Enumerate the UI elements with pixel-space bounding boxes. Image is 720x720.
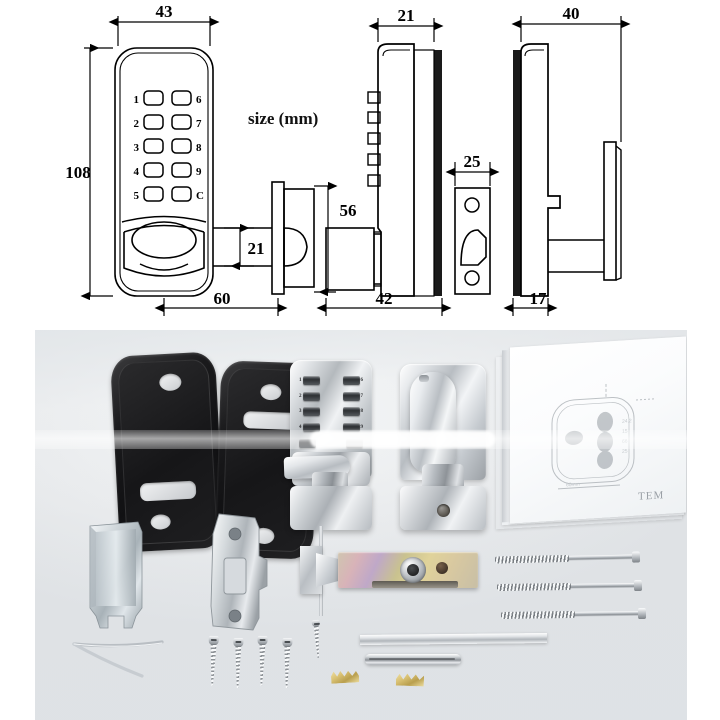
bolt-thread [494, 554, 569, 564]
keypad-key-button [302, 407, 320, 417]
keypad-label-5: 5 [134, 190, 140, 202]
latch-bolt-slot [372, 581, 458, 588]
keypad-key-2: 2 [299, 390, 328, 404]
screw-head [257, 635, 268, 646]
keypad-key-1: 1 [299, 374, 328, 388]
latch-bolt-pin-hole [436, 562, 448, 574]
keypad-key-label: 3 [299, 409, 302, 415]
keypad-label-2: 2 [134, 118, 140, 130]
keypad-key-label: 1 [299, 378, 302, 384]
wood-screw-3 [256, 635, 268, 688]
keypad-key-7: 7 [334, 390, 363, 404]
keypad-lower-plate [290, 486, 372, 530]
dim-faceplate-56: 56 [340, 201, 357, 220]
svg-text:24.2: 24.2 [622, 418, 632, 425]
keypad-key-label: 7 [360, 393, 364, 399]
keypad-label-7: 7 [196, 118, 202, 130]
bolt-head [633, 579, 643, 592]
keypad-key-button [342, 391, 360, 401]
keypad-key-label: 2 [299, 393, 302, 399]
thumbturn-screw-hole [437, 504, 450, 517]
wire-tool-shape [72, 640, 164, 678]
latch-plate [205, 512, 279, 636]
bolt-head [637, 607, 647, 620]
keypad-key-label: 6 [360, 378, 364, 384]
keypad-key-button [342, 423, 360, 433]
bolt-thread [500, 610, 575, 619]
screw-shank [314, 626, 321, 658]
keypad-label-6: 6 [196, 94, 202, 106]
keypad-button-grid: 1 6 2 7 3 8 4 9 [299, 374, 363, 450]
keypad-key-5 [299, 436, 328, 450]
keypad-key-6: 6 [334, 374, 363, 388]
keypad-key-button [346, 438, 363, 448]
keypad-label-4: 4 [134, 166, 140, 178]
thumbturn-lever [410, 372, 456, 472]
manual-brand-text: TEM [638, 489, 665, 503]
keypad-label-9: 9 [196, 166, 202, 178]
dimension-drawing-svg: 43 108 60 21 56 21 42 25 40 17 size (mm)… [65, 2, 631, 316]
keypad-key-button [302, 423, 320, 433]
thumbturn-lever-tip [419, 375, 429, 382]
svg-text:60mm: 60mm [566, 482, 580, 489]
dim-plate-17: 17 [530, 289, 548, 308]
keypad-key-button [342, 407, 360, 417]
latch-plate-shape [210, 513, 268, 631]
keypad-label-1: 1 [134, 94, 140, 106]
keypad-key-9: 9 [334, 421, 363, 435]
keypad-key-button [302, 376, 320, 386]
spindle-bar [359, 633, 548, 645]
keypad-label-c: C [196, 190, 204, 202]
keypad-key-4: 4 [299, 421, 328, 435]
keypad-key-8: 8 [334, 405, 363, 419]
keypad-lock-unit: 1 6 2 7 3 8 4 9 [283, 360, 372, 530]
gasket-slot [139, 480, 197, 502]
keypad-key-button [302, 391, 320, 401]
keypad-key-label: 8 [360, 409, 364, 415]
keypad-label-3: 3 [134, 142, 140, 154]
dim-turn-40: 40 [563, 4, 580, 23]
wire-tool [70, 640, 166, 680]
screw-shank [258, 644, 265, 686]
manual-template-diagram: 24.2 15 66 25 60mm [551, 383, 654, 490]
screw-head [233, 637, 244, 648]
svg-text:15: 15 [622, 429, 628, 435]
svg-text:25: 25 [622, 449, 628, 455]
keypad-key-label: 9 [360, 425, 364, 431]
screw-shank [209, 644, 216, 686]
wood-screw-4 [282, 637, 293, 690]
screw-shank [235, 646, 242, 688]
screw-head [208, 635, 219, 646]
keypad-key-label: 4 [299, 425, 302, 431]
thumbturn-unit [400, 364, 486, 530]
size-unit-label: size (mm) [248, 109, 318, 128]
bolt-head [631, 551, 641, 563]
instruction-manual: 24.2 15 66 25 60mm TEM [490, 336, 687, 533]
dim-total-depth-42: 42 [376, 289, 393, 308]
product-parts-photo: 1 6 2 7 3 8 4 9 [35, 330, 687, 720]
latch-bolt [300, 526, 490, 616]
keypad-label-8: 8 [196, 142, 202, 154]
dim-backset-60: 60 [214, 289, 231, 308]
keypad-key-button [342, 376, 360, 386]
dim-strike-25: 25 [464, 152, 481, 171]
roll-pin [365, 654, 461, 665]
screw-shank [284, 646, 291, 688]
technical-drawing-panel: 43 108 60 21 56 21 42 25 40 17 size (mm)… [0, 0, 720, 325]
keypad-key-c [334, 436, 363, 450]
latch-bolt-spindle-hub [400, 557, 426, 583]
svg-text:66: 66 [622, 439, 628, 445]
bolt-thread [496, 582, 571, 591]
strike-box [80, 520, 152, 630]
dim-width-43: 43 [156, 2, 173, 21]
keypad-key-3: 3 [299, 405, 328, 419]
keypad-key-button [299, 438, 316, 448]
dim-height-108: 108 [65, 163, 91, 182]
wood-screw-1 [207, 635, 219, 688]
wood-screw-2 [233, 637, 244, 690]
dim-knob-21: 21 [248, 239, 265, 258]
dim-depth-21: 21 [398, 6, 415, 25]
strike-box-shape [89, 521, 143, 629]
screw-head [282, 637, 293, 648]
